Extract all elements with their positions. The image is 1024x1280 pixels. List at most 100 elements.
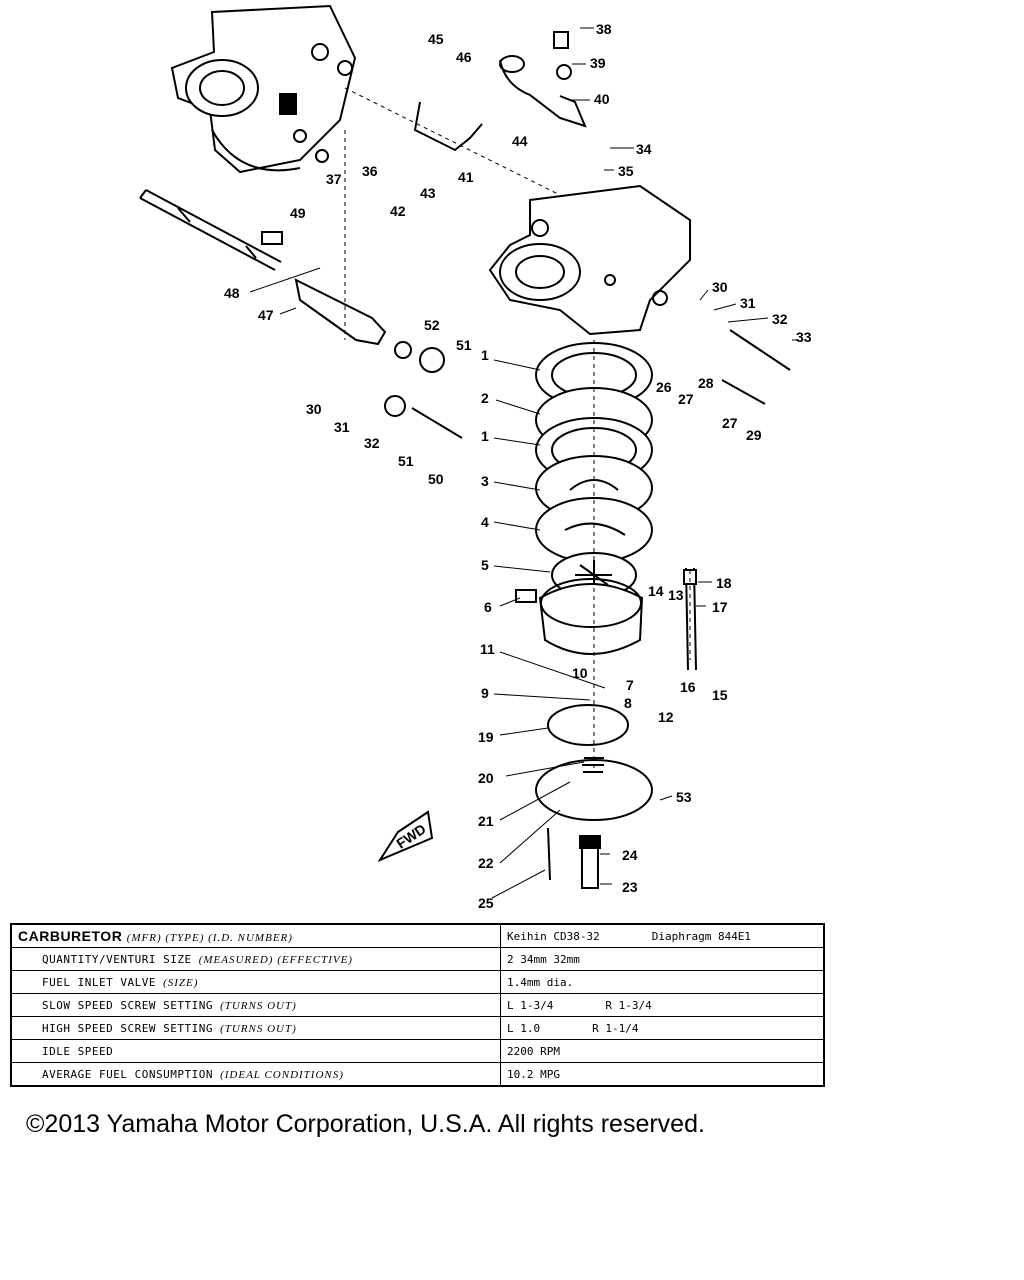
- spec-qualifier: (TURNS OUT): [220, 999, 297, 1012]
- carburetor-spec-table: CARBURETOR (MFR) (TYPE) (I.D. NUMBER) Ke…: [10, 923, 825, 1087]
- callout-22: 22: [478, 855, 494, 871]
- alignment-lines: [344, 87, 691, 770]
- gear: [419, 347, 445, 373]
- callout-24: 24: [622, 847, 638, 863]
- callout-8: 8: [624, 695, 632, 711]
- callout-51-left: 51: [398, 453, 414, 469]
- spec-qualifier: (TURNS OUT): [220, 1022, 297, 1035]
- callout-35: 35: [618, 163, 634, 179]
- callout-23: 23: [622, 879, 638, 895]
- callout-19: 19: [478, 729, 494, 745]
- spec-value: 2200 RPM: [507, 1044, 560, 1058]
- callout-11: 11: [480, 641, 495, 657]
- bracket: [413, 101, 483, 152]
- spec-row-high-speed: HIGH SPEED SCREW SETTING (TURNS OUT) L 1…: [10, 1016, 825, 1040]
- needle-screw: [411, 407, 463, 439]
- spec-label: IDLE SPEED: [42, 1044, 114, 1058]
- callout-9: 9: [481, 685, 489, 701]
- callout-27b: 27: [722, 415, 738, 431]
- cap-screw: [553, 31, 569, 49]
- spec-label: QUANTITY/VENTURI SIZE: [42, 952, 192, 966]
- callout-30-left: 30: [306, 401, 322, 417]
- callout-13: 13: [668, 587, 684, 603]
- callout-48: 48: [224, 285, 240, 301]
- spec-label: FUEL INLET VALVE: [42, 975, 156, 989]
- screw-head: [261, 231, 283, 245]
- spec-value: 1.4mm dia.: [507, 975, 574, 989]
- needle-screw-right-2: [721, 379, 766, 405]
- needle-screw-right: [729, 329, 791, 371]
- callout-26: 26: [656, 379, 672, 395]
- washer: [556, 64, 572, 80]
- copyright-notice: ©2013 Yamaha Motor Corporation, U.S.A. A…: [26, 1110, 705, 1138]
- callout-21: 21: [478, 813, 494, 829]
- callout-18: 18: [716, 575, 732, 591]
- spec-label: CARBURETOR: [18, 928, 123, 944]
- diaphragm: [547, 704, 629, 746]
- spec-label: AVERAGE FUEL CONSUMPTION: [42, 1067, 213, 1081]
- callout-53: 53: [676, 789, 692, 805]
- callout-36: 36: [362, 163, 378, 179]
- throttle-shaft: [139, 189, 282, 271]
- callout-7: 7: [626, 677, 634, 693]
- callout-17: 17: [712, 599, 728, 615]
- callout-27: 27: [678, 391, 694, 407]
- spec-row-fuel-inlet: FUEL INLET VALVE (SIZE) 1.4mm dia.: [10, 970, 825, 994]
- callout-3: 3: [481, 473, 489, 489]
- callout-34: 34: [636, 141, 652, 157]
- callout-40: 40: [594, 91, 610, 107]
- callout-15: 15: [712, 687, 728, 703]
- callout-4: 4: [481, 514, 489, 530]
- callout-29: 29: [746, 427, 762, 443]
- carburetor-exploded-diagram: 1 2 1 3 4 5 6 11 10 7 8 9 19 20 21 22 25…: [139, 4, 812, 911]
- callout-37: 37: [326, 171, 342, 187]
- callout-42: 42: [390, 203, 406, 219]
- spec-label: HIGH SPEED SCREW SETTING: [42, 1021, 213, 1035]
- callout-16: 16: [680, 679, 696, 695]
- fwd-arrow: [377, 810, 434, 863]
- callout-44: 44: [512, 133, 528, 149]
- spring-washer: [394, 341, 412, 359]
- callout-25: 25: [478, 895, 494, 911]
- spec-row-carburetor: CARBURETOR (MFR) (TYPE) (I.D. NUMBER) Ke…: [10, 923, 825, 948]
- link-arm: [294, 278, 387, 346]
- callout-51: 51: [456, 337, 472, 353]
- callout-leaders: [249, 27, 798, 899]
- spec-qualifier: (IDEAL CONDITIONS): [220, 1068, 344, 1081]
- callout-labels: 1 2 1 3 4 5 6 11 10 7 8 9 19 20 21 22 25…: [224, 21, 812, 911]
- spec-value-2: R 1-3/4: [605, 998, 652, 1012]
- callout-12: 12: [658, 709, 674, 725]
- spec-row-slow-speed: SLOW SPEED SCREW SETTING (TURNS OUT) L 1…: [10, 993, 825, 1017]
- spec-value: 10.2 MPG: [507, 1067, 560, 1081]
- callout-1b: 1: [481, 428, 489, 444]
- spec-qualifier: (MEASURED) (EFFECTIVE): [198, 953, 353, 966]
- callout-6: 6: [484, 599, 492, 615]
- spec-row-venturi: QUANTITY/VENTURI SIZE (MEASURED) (EFFECT…: [10, 947, 825, 971]
- spec-value-2: Diaphragm 844E1: [651, 929, 752, 943]
- spec-label: SLOW SPEED SCREW SETTING: [42, 998, 213, 1012]
- carburetor-body-right: [488, 184, 691, 336]
- callout-52: 52: [424, 317, 440, 333]
- callout-32-right: 32: [772, 311, 788, 327]
- spec-row-fuel-consumption: AVERAGE FUEL CONSUMPTION (IDEAL CONDITIO…: [10, 1062, 825, 1087]
- callout-38: 38: [596, 21, 612, 37]
- gear-2: [384, 395, 406, 417]
- callout-5: 5: [481, 557, 489, 573]
- callout-30-right: 30: [712, 279, 728, 295]
- nut: [579, 835, 601, 849]
- fuel-bracket: [499, 59, 587, 128]
- carburetor-body-left: [170, 4, 357, 174]
- callout-47: 47: [258, 307, 274, 323]
- pump-body: [515, 578, 644, 655]
- callout-31-right: 31: [740, 295, 756, 311]
- callout-50: 50: [428, 471, 444, 487]
- spec-qualifier: (MFR) (TYPE) (I.D. NUMBER): [126, 932, 293, 944]
- screw: [547, 827, 551, 881]
- spec-qualifier: (SIZE): [163, 976, 199, 989]
- callout-43: 43: [420, 185, 436, 201]
- callout-10: 10: [572, 665, 588, 681]
- callout-2: 2: [481, 390, 489, 406]
- callout-41: 41: [458, 169, 474, 185]
- spec-value-2: R 1-1/4: [592, 1021, 639, 1035]
- callout-31-left: 31: [334, 419, 350, 435]
